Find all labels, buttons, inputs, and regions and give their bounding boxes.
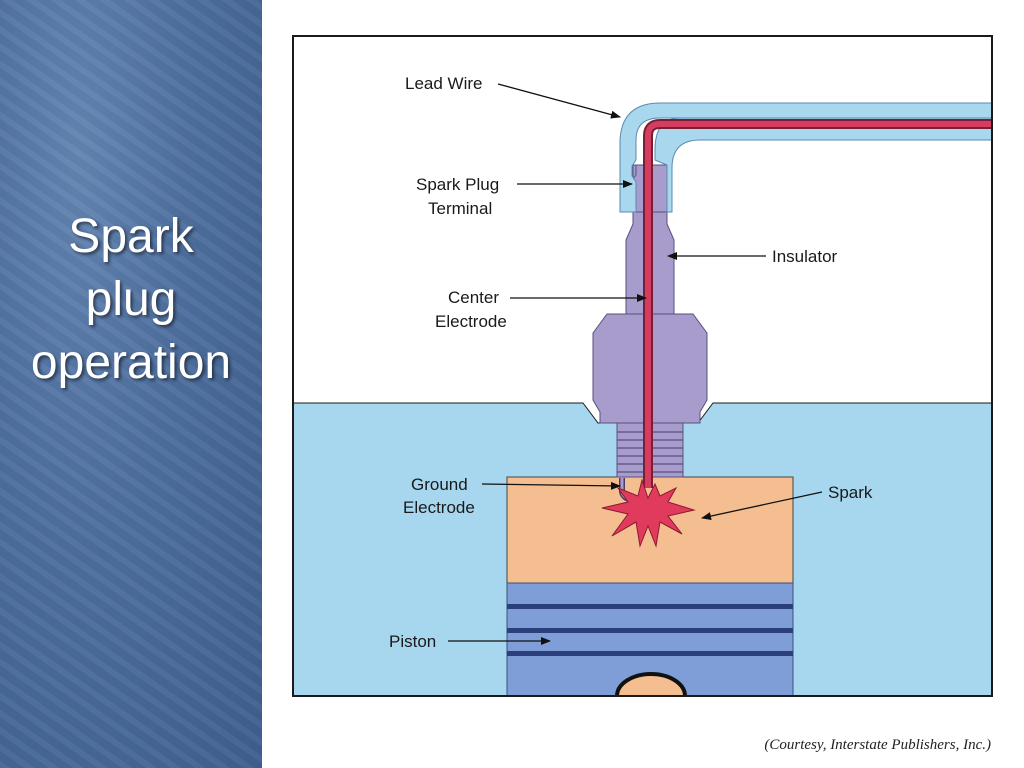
slide-title-line: operation <box>30 336 232 389</box>
ground-electrode-label: Electrode <box>403 498 475 517</box>
center-electrode-label: Electrode <box>435 312 507 331</box>
center-electrode-conductor <box>645 121 992 488</box>
spark-plug-terminal-label: Spark Plug <box>416 175 499 194</box>
image-credit: (Courtesy, Interstate Publishers, Inc.) <box>764 737 991 753</box>
piston-ring <box>507 604 793 609</box>
insulator-label: Insulator <box>772 247 838 266</box>
ground-electrode-pointer <box>481 481 621 490</box>
piston-ring <box>507 651 793 656</box>
slide-title-line: plug <box>85 273 177 326</box>
slide-title-line: Spark <box>68 210 194 263</box>
diagram-frame <box>292 35 993 697</box>
slide-title: Spark plug operation <box>0 205 262 394</box>
spark-plug-terminal-label: Terminal <box>428 199 492 218</box>
wrist-pin <box>615 672 687 697</box>
piston-label: Piston <box>389 632 436 651</box>
lead-wire-insulation <box>619 102 993 213</box>
spark-label: Spark <box>828 483 873 502</box>
sidebar-panel <box>0 0 262 768</box>
center-electrode-label: Center <box>448 288 499 307</box>
lead-wire-label: Lead Wire <box>405 74 482 93</box>
spark-pointer <box>701 491 823 521</box>
lead-wire-pointer <box>497 83 621 119</box>
spark-burst <box>601 478 696 548</box>
piston-ring <box>507 628 793 633</box>
ground-electrode-label: Ground <box>411 475 468 494</box>
